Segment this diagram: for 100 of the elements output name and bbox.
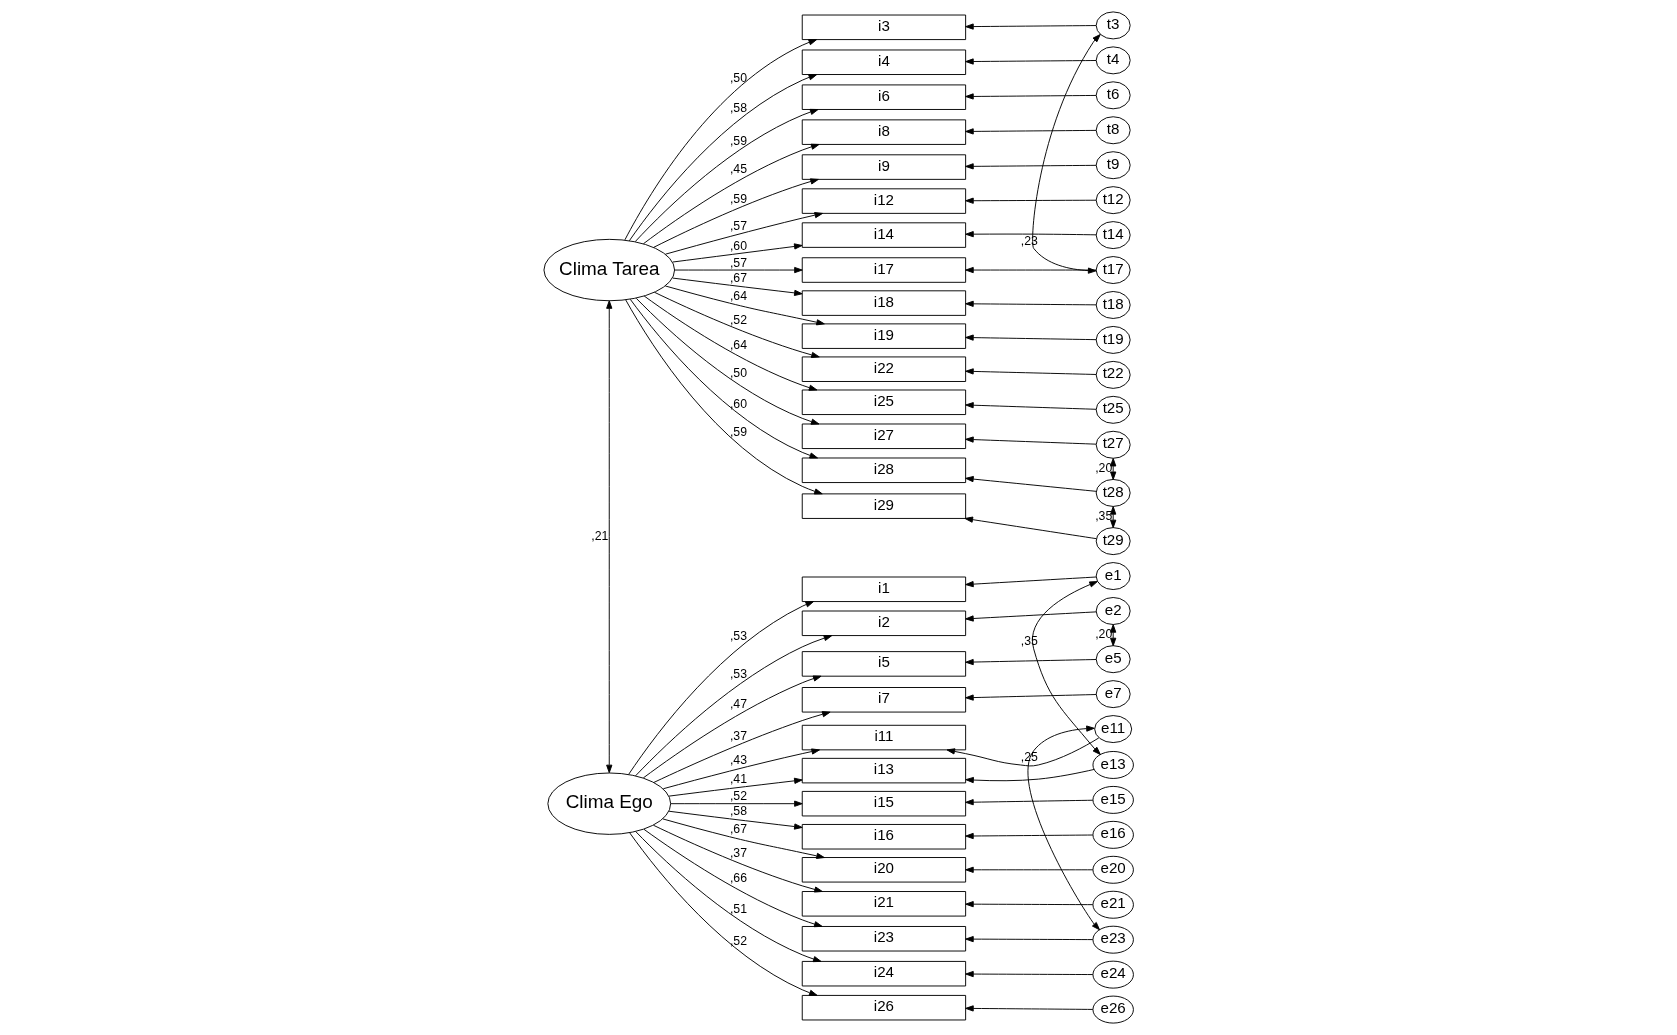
arrow <box>965 58 1097 65</box>
node-box: i3 <box>801 14 967 41</box>
edge-label: ,25 <box>1020 749 1038 764</box>
node-ellipse: t22 <box>1095 360 1131 389</box>
arrow <box>965 658 1097 666</box>
node-box: i27 <box>801 423 967 450</box>
node-ellipse: e5 <box>1095 645 1131 674</box>
arrow <box>635 831 822 963</box>
edge-label: ,52 <box>729 313 748 328</box>
node-box: i15 <box>801 790 967 817</box>
arrow <box>965 23 1097 30</box>
node-ellipse: e13 <box>1092 751 1134 779</box>
node-ellipse: t18 <box>1095 291 1131 319</box>
arrow <box>1027 725 1100 931</box>
node-ellipse: t29 <box>1095 527 1131 556</box>
arrow <box>1032 34 1101 274</box>
arrow <box>653 824 823 893</box>
edge-label: ,67 <box>729 822 748 837</box>
arrow <box>965 799 1094 806</box>
edge-label: ,67 <box>729 270 748 285</box>
node-box: i11 <box>801 724 967 751</box>
node-ellipse: e23 <box>1092 925 1134 954</box>
arrow <box>662 748 820 790</box>
node-box: i4 <box>801 49 967 75</box>
edge-label: ,47 <box>729 696 748 711</box>
edge-label: ,50 <box>729 366 748 381</box>
node-ellipse: t28 <box>1095 478 1131 507</box>
edge-label: ,37 <box>729 728 748 743</box>
arrow <box>628 74 818 242</box>
node-ellipse: e15 <box>1092 785 1134 814</box>
arrow <box>965 475 1097 492</box>
edge-label: ,45 <box>729 162 748 177</box>
node-ellipse: e1 <box>1095 562 1131 591</box>
arrow <box>964 516 1097 540</box>
arrow <box>946 737 1100 767</box>
arrow <box>665 212 823 255</box>
node-box: i24 <box>801 960 967 987</box>
edge-label: ,53 <box>729 667 748 682</box>
node-ellipse: t8 <box>1095 116 1131 145</box>
node-ellipse: t27 <box>1095 430 1131 459</box>
edge-label: ,59 <box>729 424 748 439</box>
node-ellipse: Clima Ego <box>547 772 672 835</box>
node-box: i26 <box>801 994 967 1021</box>
edge-label: ,58 <box>729 100 748 115</box>
node-box: i23 <box>801 926 967 952</box>
arrow <box>668 810 803 830</box>
edge-label: ,57 <box>729 218 748 233</box>
edge-label: ,64 <box>729 288 748 303</box>
node-box: i20 <box>801 857 967 883</box>
node-ellipse: t9 <box>1095 151 1131 180</box>
arrow <box>965 576 1097 588</box>
edge-label: ,58 <box>729 804 748 819</box>
arrow <box>965 300 1097 307</box>
node-box: i8 <box>801 119 967 145</box>
node-box: i21 <box>801 891 967 917</box>
arrow <box>642 675 822 779</box>
edge-label: ,20 <box>1095 461 1113 476</box>
node-box: i18 <box>801 290 967 316</box>
arrow <box>965 611 1097 622</box>
edge-label: ,52 <box>729 789 748 804</box>
arrow <box>965 231 1097 238</box>
arrow <box>965 128 1097 135</box>
node-box: i28 <box>801 457 967 484</box>
arrow <box>625 299 823 495</box>
node-box: i5 <box>801 651 967 677</box>
node-ellipse: e7 <box>1095 680 1131 709</box>
node-ellipse: e20 <box>1092 855 1134 884</box>
arrow <box>965 901 1094 908</box>
arrow <box>634 108 819 243</box>
arrow <box>965 93 1097 100</box>
edge-label: ,57 <box>729 255 748 270</box>
edge-label: ,20 <box>1095 627 1113 642</box>
edge-label: ,66 <box>729 871 748 886</box>
node-box: i7 <box>801 687 967 713</box>
arrow <box>965 694 1097 701</box>
edge-label: ,59 <box>729 133 748 148</box>
node-box: i29 <box>801 493 967 519</box>
arrow <box>1031 581 1101 755</box>
node-ellipse: e24 <box>1092 960 1134 989</box>
node-ellipse: t19 <box>1095 325 1131 354</box>
edge-label: ,50 <box>729 70 748 85</box>
arrow <box>664 285 825 326</box>
arrow <box>629 832 818 996</box>
node-ellipse: Clima Tarea <box>543 238 676 302</box>
arrow <box>965 334 1097 341</box>
arrow <box>965 768 1095 784</box>
arrow <box>965 368 1097 375</box>
edge-label: ,51 <box>729 901 748 916</box>
node-box: i6 <box>801 84 967 110</box>
arrow <box>643 295 818 391</box>
arrow <box>624 39 818 241</box>
edge-label: ,21 <box>591 529 609 544</box>
node-box: i16 <box>801 824 967 850</box>
arrow <box>643 828 823 928</box>
edge-label: ,60 <box>729 238 748 253</box>
node-ellipse: e16 <box>1092 820 1134 849</box>
node-box: i2 <box>801 610 967 637</box>
node-ellipse: t4 <box>1095 46 1131 75</box>
edge-label: ,52 <box>729 933 748 948</box>
node-ellipse: t3 <box>1095 11 1131 40</box>
